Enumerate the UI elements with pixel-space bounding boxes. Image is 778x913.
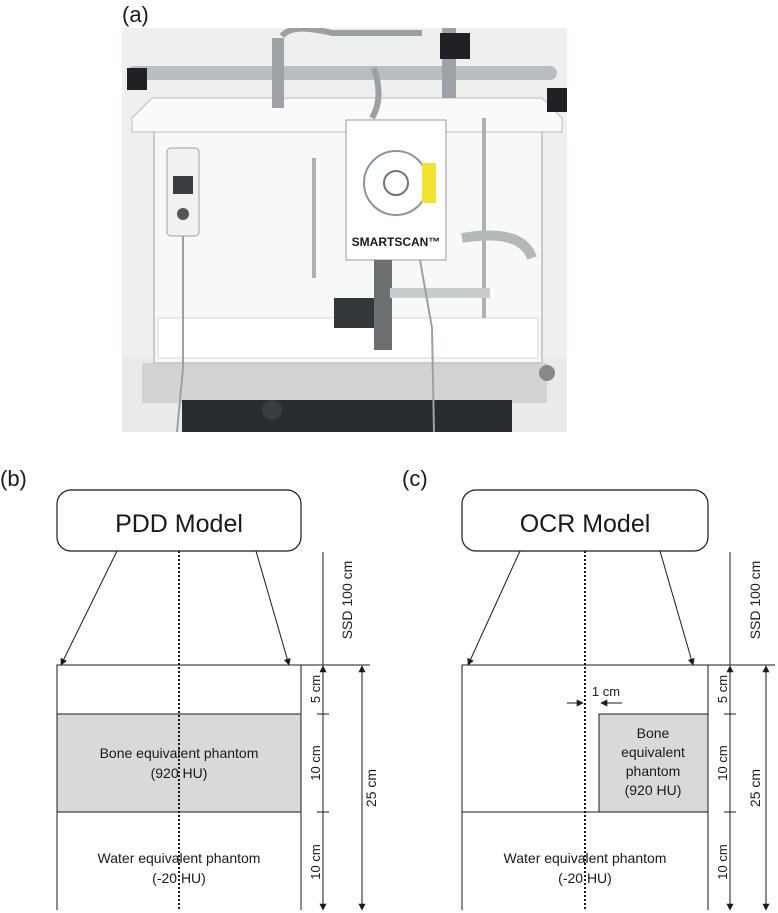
bone-label-line2: equivalent xyxy=(621,744,685,760)
bone-phantom-block xyxy=(598,713,709,813)
cable xyxy=(279,28,422,39)
water-label-line1: Water equivalent phantom xyxy=(98,850,261,866)
dim-top-label: 5 cm xyxy=(715,675,730,703)
rail-end-cap xyxy=(440,33,470,59)
ssd-label: SSD 100 cm xyxy=(747,561,763,640)
dim-total-label: 25 cm xyxy=(747,769,763,807)
offset-label: 1 cm xyxy=(592,684,620,699)
pendant-screen xyxy=(173,176,193,194)
cable xyxy=(369,67,382,120)
rod xyxy=(312,158,316,278)
rail xyxy=(272,38,284,108)
panel-b: (b) PDD Model Bone equivalent phantom (9… xyxy=(0,466,379,910)
device-brand-text: SMARTSCAN™ xyxy=(352,235,441,249)
panel-a-label: (a) xyxy=(122,2,149,27)
panel-c: (c) OCR Model 1 cm Bone equivalent phant… xyxy=(402,466,775,910)
dim-top-label: 5 cm xyxy=(308,675,323,703)
knob-icon xyxy=(262,400,282,420)
beam-arrow-left xyxy=(60,550,118,666)
panel-b-label: (b) xyxy=(0,466,27,491)
dim-bot-label: 10 cm xyxy=(715,844,730,879)
ssd-label: SSD 100 cm xyxy=(339,561,355,640)
warning-label xyxy=(422,163,436,203)
beam-arrow-right xyxy=(659,550,695,666)
bone-label-line1: Bone xyxy=(637,725,670,741)
beam-arrow-left xyxy=(467,550,521,666)
cable xyxy=(461,230,537,260)
detector xyxy=(334,298,374,328)
beam-arrow-right xyxy=(255,550,291,666)
phantom-diagrams: (b) PDD Model Bone equivalent phantom (9… xyxy=(0,466,775,910)
detector-arm xyxy=(374,260,392,350)
rail-end-cap xyxy=(547,88,567,112)
water-label-line1: Water equivalent phantom xyxy=(504,850,667,866)
panel-c-label: (c) xyxy=(402,466,428,491)
bone-label-line3: phantom xyxy=(626,763,680,779)
dim-mid-label: 10 cm xyxy=(308,745,323,780)
water-label-line2: (-20 HU) xyxy=(558,870,612,886)
dial-icon xyxy=(177,208,189,220)
dim-total-label: 25 cm xyxy=(363,769,379,807)
rail-end-cap xyxy=(127,68,147,90)
knob-icon xyxy=(539,365,555,381)
bone-label-line1: Bone equivalent phantom xyxy=(100,745,259,761)
horizontal-rail xyxy=(390,288,490,298)
bone-label-line4: (920 HU) xyxy=(625,782,682,798)
rail xyxy=(127,66,557,80)
pdd-model-title: PDD Model xyxy=(115,510,243,538)
rod xyxy=(482,118,486,318)
bone-label-line2: (920 HU) xyxy=(151,765,208,781)
water-phantom-photo: SMARTSCAN™ xyxy=(122,28,567,432)
top-frame xyxy=(131,97,563,133)
dim-mid-label: 10 cm xyxy=(715,745,730,780)
dim-bot-label: 10 cm xyxy=(308,844,323,879)
base-plate xyxy=(142,363,547,403)
water-label-line2: (-20 HU) xyxy=(152,870,206,886)
stand xyxy=(182,400,512,432)
ocr-model-title: OCR Model xyxy=(520,510,651,538)
